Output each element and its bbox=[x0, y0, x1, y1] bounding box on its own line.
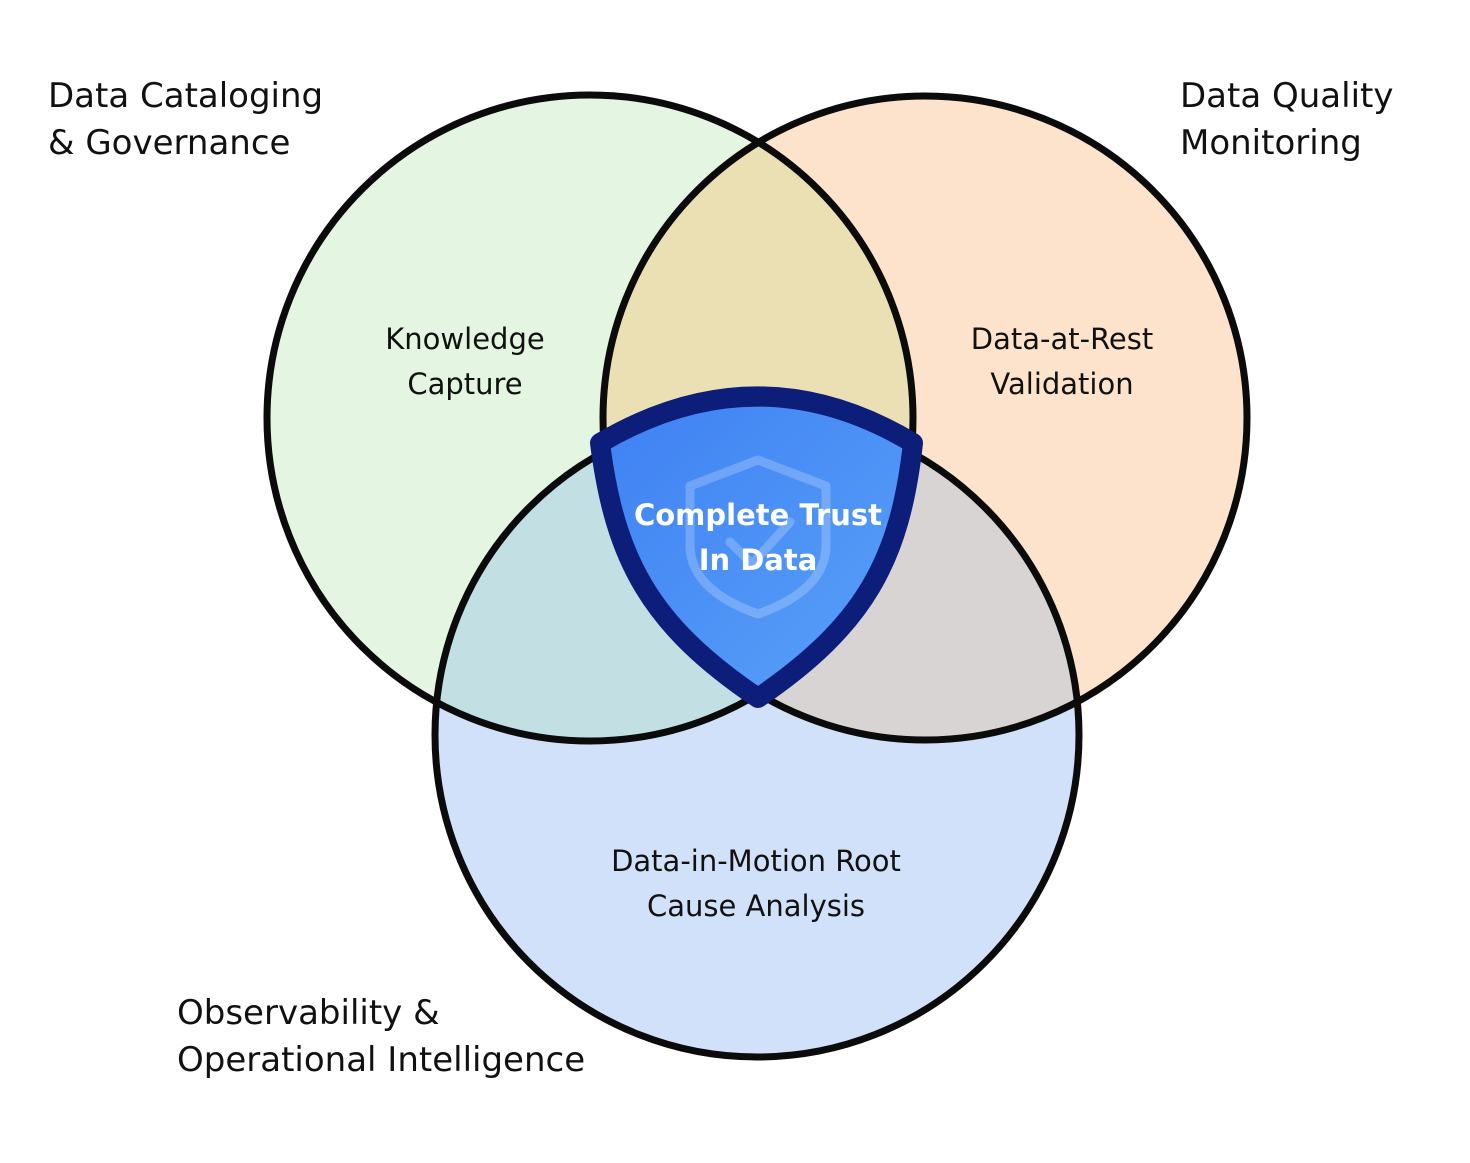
center-shield bbox=[590, 386, 923, 708]
set-title-line: Monitoring bbox=[1180, 123, 1362, 163]
center-label-line: Complete Trust bbox=[633, 498, 883, 532]
set-outline-quality bbox=[599, 92, 1251, 744]
inner-label-catalog: Knowledge Capture bbox=[385, 317, 544, 407]
set-title-line: Data Cataloging bbox=[48, 76, 324, 116]
inner-label-quality: Data-at-Rest Validation bbox=[971, 317, 1153, 407]
inner-label-observability: Data-in-Motion Root Cause Analysis bbox=[611, 839, 901, 929]
set-title-line: Data Quality bbox=[1180, 76, 1394, 116]
set-title-line: & Governance bbox=[48, 123, 291, 163]
shield-check-icon bbox=[685, 455, 831, 619]
set-title-catalog: Data Cataloging & Governance bbox=[48, 73, 323, 167]
set-title-quality: Data Quality Monitoring bbox=[1180, 73, 1393, 167]
set-title-line: Operational Intelligence bbox=[177, 1040, 586, 1080]
set-outline-catalog bbox=[263, 91, 917, 745]
inner-label-line: Cause Analysis bbox=[646, 889, 866, 923]
set-title-line: Observability & bbox=[177, 993, 440, 1033]
center-label-line: In Data bbox=[698, 543, 818, 577]
inner-label-line: Data-at-Rest bbox=[970, 322, 1154, 356]
inner-label-line: Capture bbox=[407, 367, 523, 401]
set-title-observability: Observability & Operational Intelligence bbox=[177, 990, 585, 1084]
inner-label-line: Validation bbox=[990, 367, 1134, 401]
center-label: Complete Trust In Data bbox=[634, 493, 882, 583]
inner-label-line: Knowledge bbox=[385, 322, 545, 356]
inner-label-line: Data-in-Motion Root bbox=[611, 844, 901, 878]
